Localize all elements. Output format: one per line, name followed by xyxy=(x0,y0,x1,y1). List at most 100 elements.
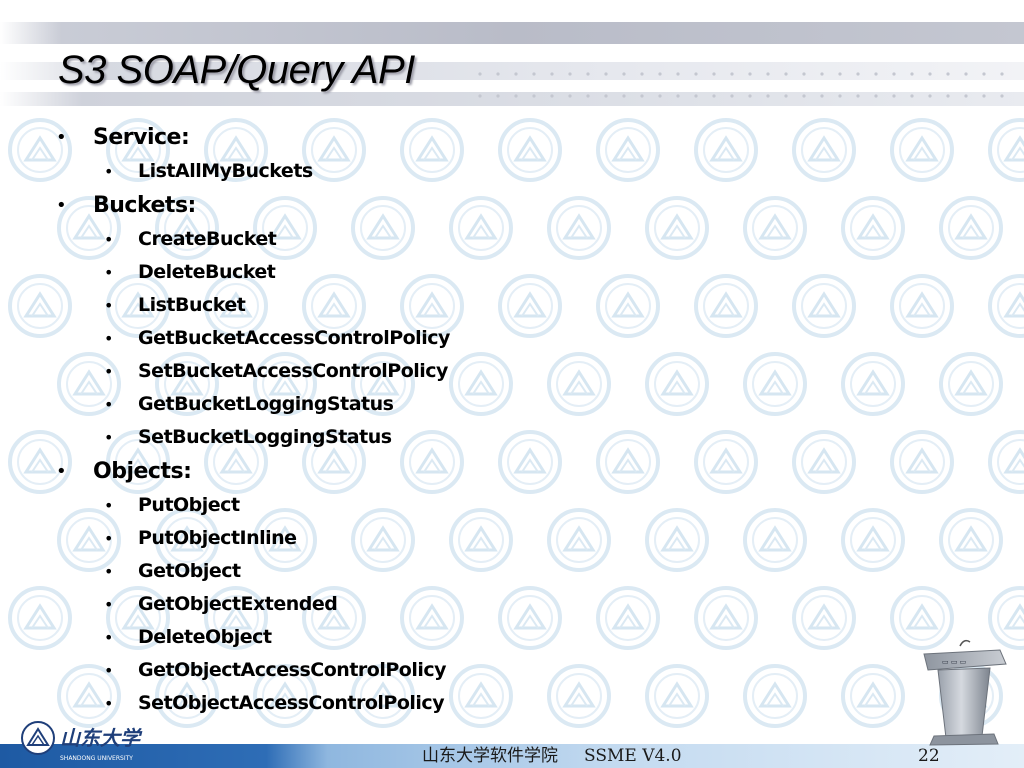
bullet-item-level-2: • SetBucketLoggingStatus xyxy=(56,421,756,454)
slide-title: S3 SOAP/Query API xyxy=(58,48,415,92)
bullet-glyph: • xyxy=(104,529,114,548)
university-seal-icon xyxy=(988,274,1024,338)
university-seal-icon xyxy=(890,430,954,494)
header-dot xyxy=(712,72,716,76)
university-seal-icon xyxy=(939,352,1003,416)
header-dot xyxy=(910,94,914,98)
bullet-item-level-2: • PutObject xyxy=(56,489,756,522)
bullet-item-level-2: • GetObjectExtended xyxy=(56,588,756,621)
university-seal-icon xyxy=(988,118,1024,182)
bullet-label: CreateBucket xyxy=(138,228,277,250)
university-seal-icon xyxy=(792,274,856,338)
footer-institution: 山东大学软件学院 xyxy=(422,746,558,766)
bullet-item-level-2: •GetBucketLoggingStatus xyxy=(56,388,756,421)
header-dot xyxy=(478,72,482,76)
header-dot xyxy=(802,72,806,76)
bullet-item-level-2: • DeleteObject xyxy=(56,621,756,654)
header-dot xyxy=(838,94,842,98)
bullet-glyph: • xyxy=(104,595,114,614)
header-dot xyxy=(586,94,590,98)
bullet-label: Buckets: xyxy=(93,193,196,218)
header-dot xyxy=(586,72,590,76)
header-dot xyxy=(622,72,626,76)
bullet-glyph: • xyxy=(56,127,67,148)
bullet-label: GetObject xyxy=(138,560,241,582)
header-dot xyxy=(946,72,950,76)
header-dot xyxy=(550,94,554,98)
header-dot xyxy=(478,94,482,98)
bullet-label: Objects: xyxy=(93,459,192,484)
bullet-glyph: • xyxy=(104,263,114,282)
bullet-glyph: • xyxy=(104,661,114,680)
header-dot xyxy=(838,72,842,76)
header-dot xyxy=(532,72,536,76)
header-dot xyxy=(496,94,500,98)
header-dot xyxy=(712,94,716,98)
bullet-item-level-1: • Objects: xyxy=(56,454,756,489)
header-dot xyxy=(766,94,770,98)
header-dot xyxy=(640,72,644,76)
bullet-item-level-1: •Service: xyxy=(56,120,756,155)
university-seal-icon xyxy=(841,352,905,416)
header-dot xyxy=(748,94,752,98)
bullet-list: •Service:•ListAllMyBuckets•Buckets:•Crea… xyxy=(56,120,756,720)
podium-icon: ▭ ▭ ▭ xyxy=(923,639,1007,746)
bullet-label: SetObjectAccessControlPolicy xyxy=(138,692,445,714)
header-dot xyxy=(694,94,698,98)
bullet-label: PutObject xyxy=(138,494,240,516)
header-dot xyxy=(1000,94,1004,98)
header-dot xyxy=(802,94,806,98)
header-dot xyxy=(640,94,644,98)
bullet-label: DeleteBucket xyxy=(138,261,276,283)
header-dot xyxy=(748,72,752,76)
bullet-glyph: • xyxy=(104,694,114,713)
bullet-label: GetObjectExtended xyxy=(138,593,338,615)
header-dot xyxy=(730,94,734,98)
bullet-glyph: • xyxy=(104,496,114,515)
bullet-label: SetBucketLoggingStatus xyxy=(138,426,392,448)
bullet-item-level-2: • GetBucketAccessControlPolicy xyxy=(56,322,756,355)
bullet-glyph: • xyxy=(56,195,67,216)
bullet-item-level-2: •ListAllMyBuckets xyxy=(56,155,756,188)
header-dot xyxy=(1000,72,1004,76)
bullet-label: GetObjectAccessControlPolicy xyxy=(138,659,447,681)
bullet-glyph: • xyxy=(104,230,114,249)
bullet-label: DeleteObject xyxy=(138,626,272,648)
header-dot xyxy=(784,94,788,98)
header-dot xyxy=(676,72,680,76)
bullet-glyph: • xyxy=(104,628,114,647)
bullet-glyph: • xyxy=(104,562,114,581)
university-seal-icon xyxy=(939,196,1003,260)
header-dot xyxy=(964,72,968,76)
bullet-glyph: • xyxy=(56,461,67,482)
header-dot xyxy=(874,72,878,76)
header-dot xyxy=(550,72,554,76)
header-dot xyxy=(946,94,950,98)
header-dot xyxy=(856,94,860,98)
university-seal-icon xyxy=(792,118,856,182)
bullet-glyph: • xyxy=(104,362,114,381)
bullet-glyph: • xyxy=(104,428,114,447)
bullet-label: ListAllMyBuckets xyxy=(138,160,313,182)
bullet-item-level-2: •ListBucket xyxy=(56,289,756,322)
bullet-item-level-2: • GetObjectAccessControlPolicy xyxy=(56,654,756,687)
bullet-glyph: • xyxy=(104,329,114,348)
header-dot xyxy=(928,72,932,76)
header-dot xyxy=(820,94,824,98)
bullet-glyph: • xyxy=(104,296,114,315)
header-dot xyxy=(820,72,824,76)
shandong-university-logo: 山东大学 SHANDONG UNIVERSITY xyxy=(21,721,143,762)
university-seal-icon xyxy=(988,430,1024,494)
university-seal-icon xyxy=(841,196,905,260)
bullet-label: GetBucketAccessControlPolicy xyxy=(138,327,450,349)
university-seal-icon xyxy=(792,430,856,494)
header-dot xyxy=(658,94,662,98)
university-seal-icon xyxy=(890,118,954,182)
university-seal-icon xyxy=(792,586,856,650)
footer-bar xyxy=(0,744,1024,768)
header-dot-pattern xyxy=(478,72,1004,98)
bullet-label: PutObjectInline xyxy=(138,527,297,549)
podium-label-mark: ▭ ▭ ▭ xyxy=(942,658,966,666)
header-dot xyxy=(694,72,698,76)
